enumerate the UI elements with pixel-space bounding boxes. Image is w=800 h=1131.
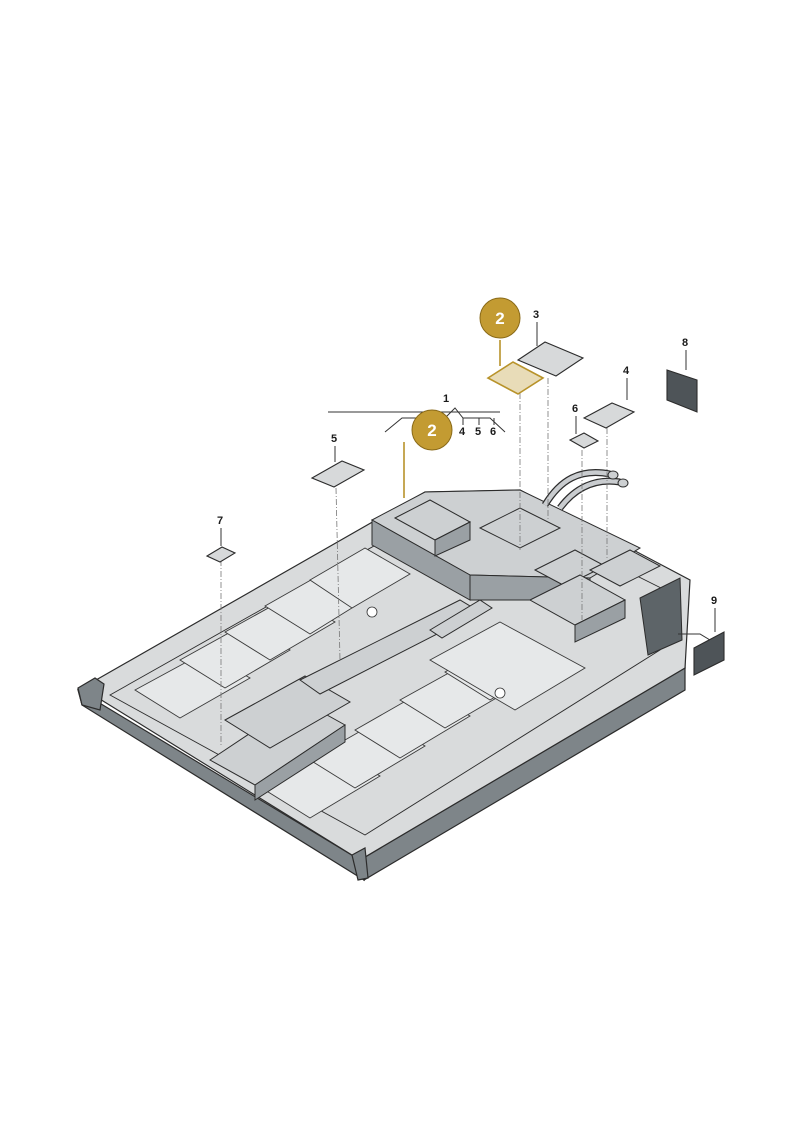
rear-electronics-section: [370, 489, 662, 643]
callout-labels: 1 4 5 6 5 7 3 4 6 8 9: [217, 309, 717, 607]
part-6-pad: [568, 432, 600, 449]
callout-badge-2-upper[interactable]: 2: [479, 297, 521, 339]
callout-8: 8: [682, 337, 688, 349]
callout-6: 6: [572, 403, 578, 415]
part-9-pad: [693, 631, 725, 676]
battery-tray: [77, 469, 691, 882]
part-3-pad: [516, 341, 585, 377]
part-8-pad: [666, 369, 698, 413]
callout-9: 9: [711, 595, 717, 607]
callout-5: 5: [331, 433, 337, 445]
part-2-pad-highlighted: [486, 361, 545, 395]
callout-4-bracket: 4: [459, 426, 466, 438]
part-5-pad: [310, 460, 366, 488]
badge-label: 2: [427, 421, 436, 440]
cell-modules-left: [134, 547, 411, 719]
badge-circle: [411, 409, 453, 451]
centre-tunnel: [209, 599, 493, 801]
end-plate-front: [351, 847, 369, 881]
loose-parts: [205, 341, 725, 676]
leader-lines: [220, 322, 716, 745]
badge-circle: [479, 297, 521, 339]
part-4-pad: [582, 402, 636, 429]
callout-4: 4: [623, 365, 630, 377]
badge-label: 2: [495, 309, 504, 328]
part-7-pad: [205, 546, 237, 563]
cell-module-right: [429, 621, 586, 711]
callout-3: 3: [533, 309, 539, 321]
coolant-pipes: [541, 469, 629, 511]
callout-5-bracket: 5: [475, 426, 481, 438]
callout-6-bracket: 6: [490, 426, 496, 438]
end-plate-left: [77, 677, 105, 711]
side-bracket: [639, 577, 683, 656]
callout-7: 7: [217, 515, 223, 527]
callout-1: 1: [443, 393, 449, 405]
callout-badge-2-lower[interactable]: 2: [411, 409, 453, 451]
